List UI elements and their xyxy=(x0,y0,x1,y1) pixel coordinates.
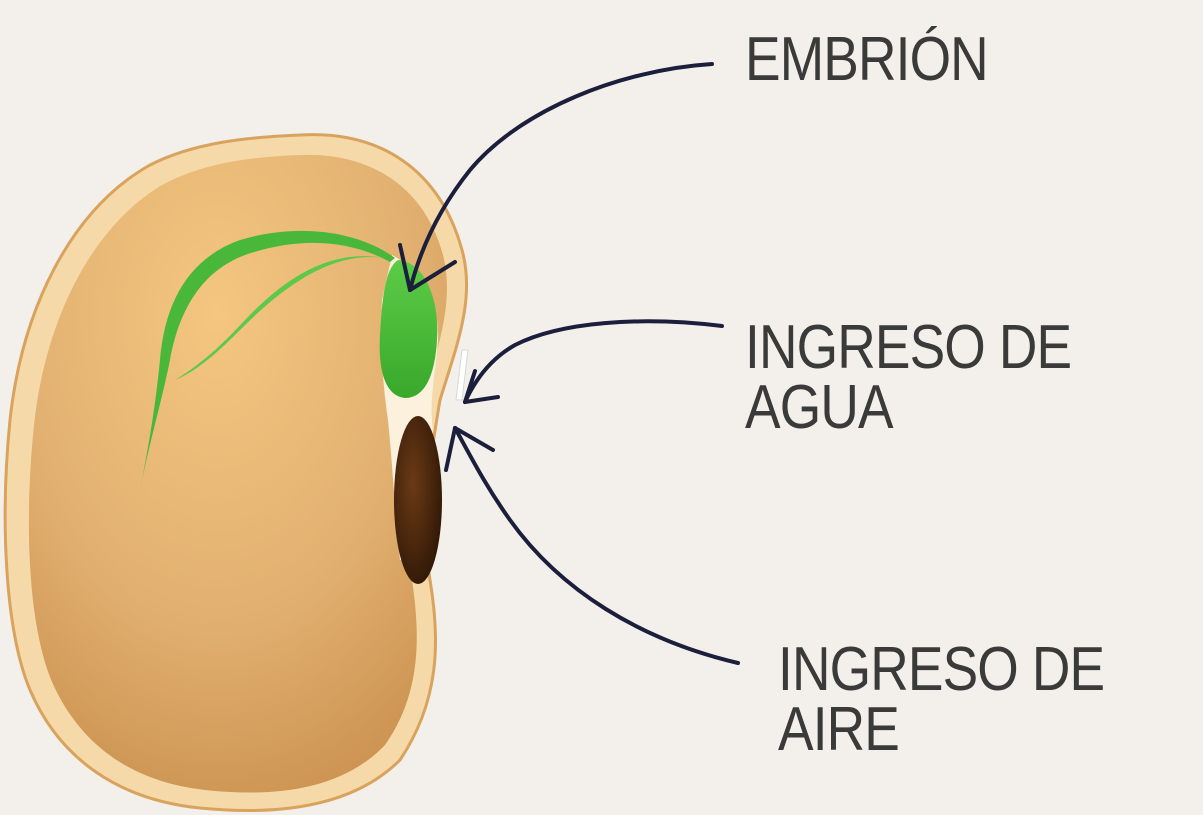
water-entry-label-line2: AGUA xyxy=(745,378,1071,438)
water-arrow xyxy=(465,321,722,402)
air-entry-label-line1: INGRESO DE xyxy=(778,640,1104,700)
embryo-label-text: EMBRIÓN xyxy=(745,30,988,90)
water-entry-label-line1: INGRESO DE xyxy=(745,318,1071,378)
air-arrow xyxy=(446,428,738,663)
hilum xyxy=(394,416,442,584)
water-entry-label: INGRESO DE AGUA xyxy=(745,318,1071,438)
air-entry-label: INGRESO DE AIRE xyxy=(778,640,1104,760)
embryo-label: EMBRIÓN xyxy=(745,30,988,90)
air-entry-label-line2: AIRE xyxy=(778,700,1104,760)
